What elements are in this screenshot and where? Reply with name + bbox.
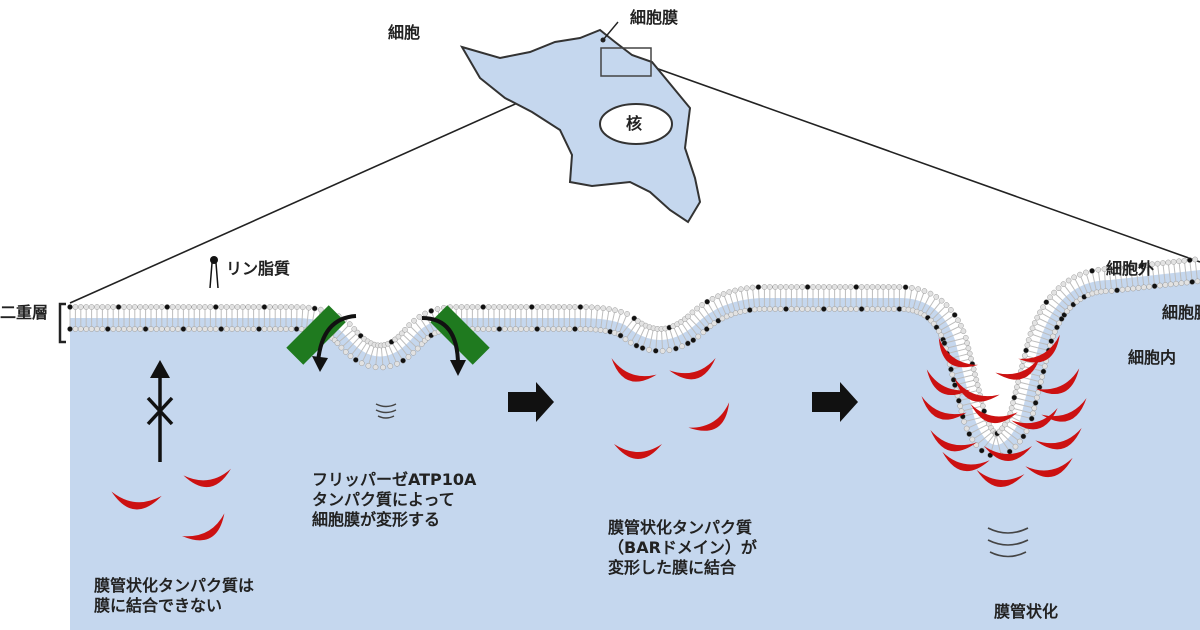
bilayer-bracket [58,302,66,344]
blocked-arrow-head [150,360,170,378]
caption-step1-line2: 膜に結合できない [94,596,223,615]
zoom-line-right [649,65,1200,263]
caption-step3-line1: 膜管状化タンパク質 [608,518,753,537]
label-bilayer: 二重層 [0,303,49,322]
label-cell-membrane: 細胞膜 [630,8,679,27]
blocked-cross-b [146,396,174,426]
nucleus [599,103,673,145]
membrane-bilayer [67,256,1200,459]
flip-arrow-left [316,314,357,363]
label-cell: 細胞 [388,23,421,42]
flip-arrow-left-head [312,356,328,372]
motion-marks-tubule [987,527,1029,558]
flippase-protein-right [430,305,490,365]
flippase-protein-left [286,305,346,365]
cytoplasm-area [70,270,1200,630]
label-outside-cell: 細胞外 [1106,259,1155,278]
phospholipid-icon [209,256,219,289]
caption-step3: 膜管状化タンパク質 （BARドメイン）が 変形した膜に結合 [608,518,848,578]
flip-arrow-right [421,316,460,366]
caption-step3-line3: 変形した膜に結合 [608,558,737,577]
step-arrow-2 [812,382,858,422]
caption-step2-line3: 細胞膜が変形する [312,510,441,529]
caption-step2-line2: タンパク質によって [312,490,455,509]
caption-step2-line1: フリッパーゼATP10A [312,470,477,489]
caption-step1-line1: 膜管状化タンパク質は [94,576,255,595]
caption-step1: 膜管状化タンパク質は 膜に結合できない [94,576,324,616]
motion-marks-step2 [375,403,397,419]
label-membrane-right: 細胞膜 [1162,303,1200,322]
cell-membrane-dot [600,37,606,43]
cell-outline [459,28,702,224]
label-inside-cell: 細胞内 [1128,348,1177,367]
step-arrow-1 [508,382,554,422]
caption-step2: フリッパーゼATP10A タンパク質によって 細胞膜が変形する [312,470,552,530]
caption-tubulation: 膜管状化 [994,602,1059,621]
label-phospholipid: リン脂質 [226,259,291,278]
label-nucleus: 核 [626,114,643,133]
flip-arrow-right-head [450,360,466,376]
caption-step3-line2: （BARドメイン）が [608,538,757,557]
cell-membrane-pointer [602,21,619,41]
zoom-box [600,47,652,77]
